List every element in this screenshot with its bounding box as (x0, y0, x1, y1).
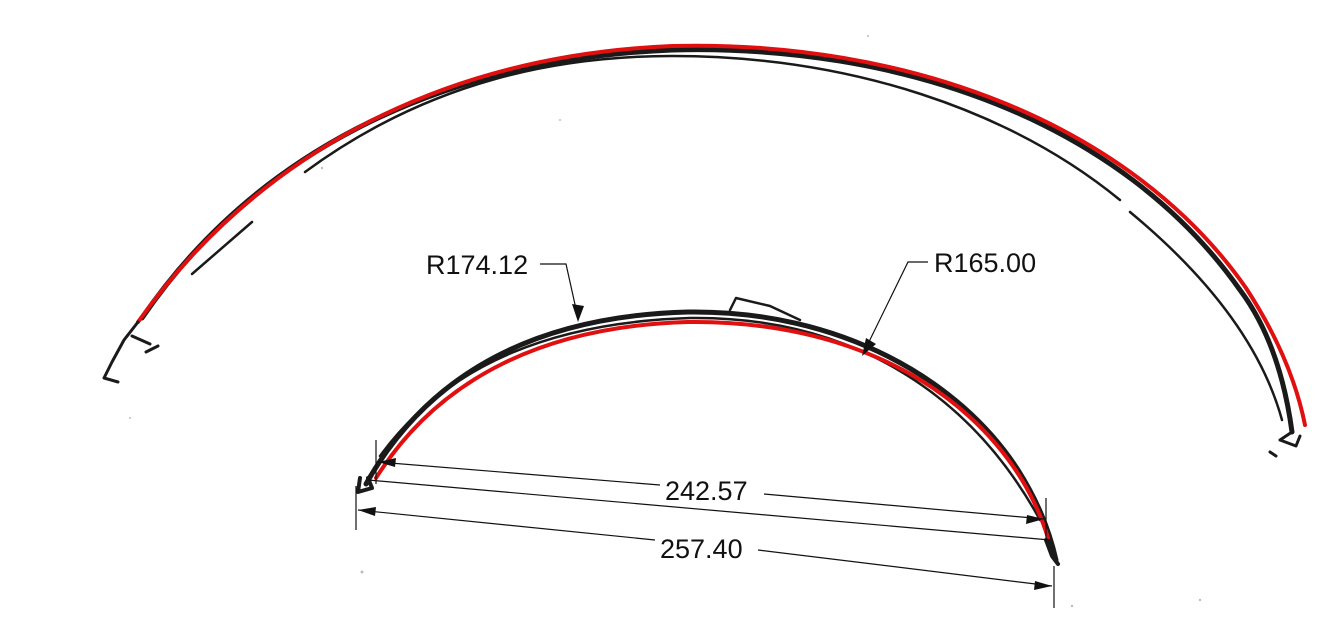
chord-inner-line-left (377, 461, 661, 486)
inner-arc-sketch (363, 309, 1059, 563)
radius-leader-line-left (540, 263, 579, 319)
inner-arc-sketch-trace (378, 296, 1042, 522)
chord-inner-label: 242.57 (665, 476, 748, 506)
chord-dimension-outer: 257.40 (355, 486, 1055, 608)
chord-inner-arrow-left (378, 458, 396, 467)
radius-dimension-left: R174.12 (426, 250, 584, 322)
inner-arc-right-end-mark (1044, 538, 1060, 566)
chord-reference-line (367, 479, 1051, 541)
radius-label-left: R174.12 (426, 250, 528, 280)
chord-outer-arrow-right (1034, 581, 1052, 590)
outer-arc-sketch-trace (190, 54, 1284, 422)
outer-arc-sketch (139, 47, 1295, 435)
inner-arc-left-end-mark (356, 476, 374, 494)
radius-arrowhead-right (862, 338, 876, 356)
outer-arc-left-end-mark (102, 320, 160, 384)
inner-arc-group (356, 296, 1060, 566)
chord-outer-arrow-left (358, 507, 376, 516)
chord-outer-line-left (357, 509, 656, 541)
outer-arc-fit (136, 43, 1307, 427)
chord-inner-line-right (763, 493, 1045, 520)
radius-leader-line-right (863, 261, 928, 353)
inner-arc-fit (374, 319, 1050, 540)
radius-arrowhead-left (572, 304, 584, 322)
outer-arc-right-end-mark (1268, 430, 1302, 458)
chord-dimension-inner: 242.57 (375, 440, 1047, 542)
chord-outer-line-right (757, 549, 1053, 587)
chord-outer-label: 257.40 (660, 534, 743, 564)
outer-arc-group (102, 43, 1307, 458)
chord-inner-arrow-right (1026, 515, 1044, 524)
radius-label-right: R165.00 (934, 248, 1036, 278)
radius-dimension-right: R165.00 (862, 248, 1036, 356)
